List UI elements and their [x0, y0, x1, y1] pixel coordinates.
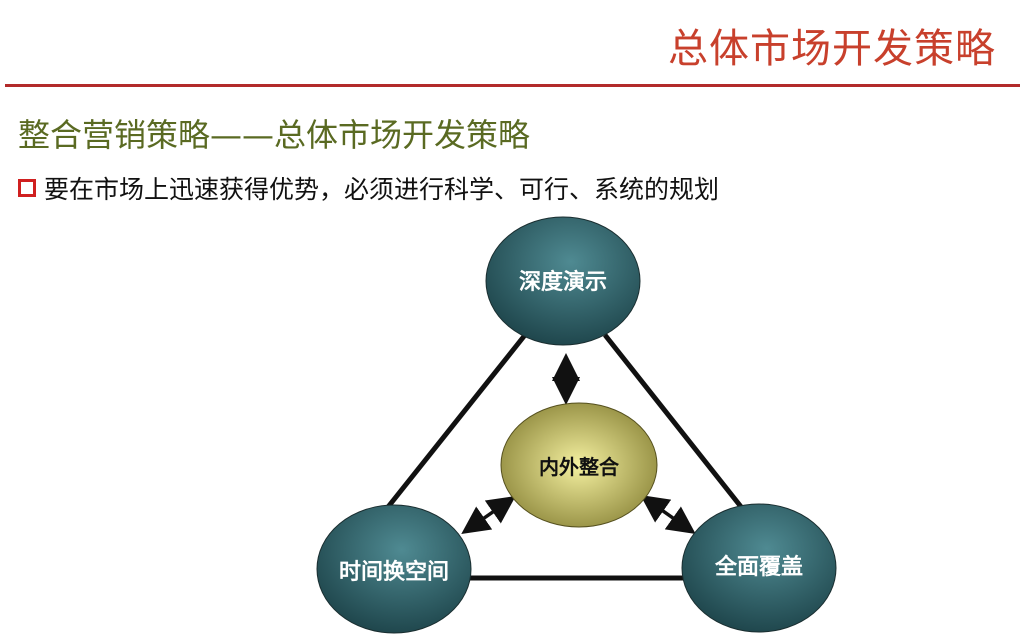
bullet-item: 要在市场上迅速获得优势，必须进行科学、可行、系统的规划: [18, 170, 719, 206]
node-bottom-left-circle: [316, 504, 472, 634]
node-bottom-left-label: 时间换空间: [338, 560, 449, 585]
bullet-text: 要在市场上迅速获得优势，必须进行科学、可行、系统的规划: [44, 175, 720, 204]
arrow-right: [640, 494, 696, 535]
slide-title: 总体市场开发策略: [668, 26, 996, 72]
section-heading: 整合营销策略——总体市场开发策略: [18, 116, 531, 154]
arrow-left: [461, 495, 516, 535]
node-top-label: 深度演示: [518, 270, 607, 295]
connector-right: [603, 333, 744, 510]
node-bottom-right-label: 全面覆盖: [714, 555, 803, 580]
title-divider: [5, 84, 1020, 87]
square-bullet-icon: [18, 179, 36, 197]
node-top-circle: [485, 216, 641, 346]
node-center-label: 内外整合: [539, 454, 619, 479]
node-bottom-right-circle: [681, 503, 837, 633]
node-center-circle: [500, 402, 658, 528]
connector-left: [386, 333, 527, 509]
